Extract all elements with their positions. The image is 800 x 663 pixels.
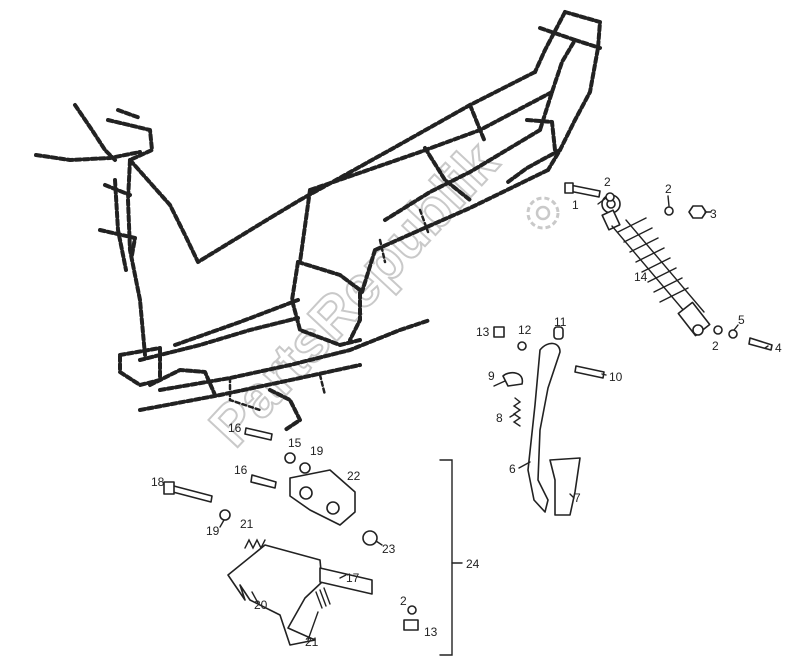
washer-5 <box>728 329 738 339</box>
callout-21: 21 <box>305 635 319 649</box>
callout-19: 19 <box>206 524 220 538</box>
callout-18: 18 <box>151 475 165 489</box>
callout-7: 7 <box>574 491 581 505</box>
washer-19a <box>299 462 311 474</box>
callout-24: 24 <box>466 557 480 571</box>
callout-20: 20 <box>254 598 268 612</box>
bracket-22 <box>289 469 356 526</box>
spring-21b <box>315 587 331 609</box>
callout-8: 8 <box>496 411 503 425</box>
washer-15 <box>284 452 296 464</box>
callout-11: 11 <box>554 315 567 329</box>
watermark-text: PartsRepublik <box>197 129 511 459</box>
callout-23: 23 <box>382 542 396 556</box>
gear-icon <box>526 196 560 230</box>
callout-6: 6 <box>509 462 516 476</box>
washer-2c <box>713 325 723 335</box>
nut-13a <box>493 326 505 338</box>
callout-2: 2 <box>604 175 611 189</box>
callout-4: 4 <box>775 341 782 355</box>
callout-3: 3 <box>710 207 717 221</box>
callout-numbers: 1 2 2 3 14 5 2 4 13 12 11 9 10 8 6 7 16 … <box>151 175 782 649</box>
callout-13: 13 <box>424 625 438 639</box>
rear-shock-absorber <box>601 194 711 337</box>
callout-5: 5 <box>738 313 745 327</box>
callout-2: 2 <box>400 594 407 608</box>
callout-17: 17 <box>346 571 360 585</box>
pin-11 <box>553 326 564 340</box>
bolt-16b <box>250 474 277 489</box>
bush-23 <box>362 530 378 546</box>
scooter-frame <box>34 10 602 432</box>
nut-13b <box>403 619 419 631</box>
bolt-4 <box>748 337 773 351</box>
shaft-17 <box>319 567 373 595</box>
callout-2: 2 <box>712 339 719 353</box>
callout-16: 16 <box>234 463 248 477</box>
callout-15: 15 <box>288 436 302 450</box>
spring-8 <box>512 397 522 427</box>
nut-3 <box>688 205 707 219</box>
bolt-18 <box>168 484 213 503</box>
plate-9 <box>502 371 524 387</box>
watermark: PartsRepublik <box>196 128 560 460</box>
bolt-16a <box>244 427 273 441</box>
callout-10: 10 <box>609 370 623 384</box>
callout-19: 19 <box>310 444 324 458</box>
callout-16: 16 <box>228 421 242 435</box>
callout-21: 21 <box>240 517 254 531</box>
spring-21a <box>244 538 266 550</box>
centre-stand-20 <box>227 544 323 646</box>
callout-9: 9 <box>488 369 495 383</box>
callout-12: 12 <box>518 323 532 337</box>
callout-22: 22 <box>347 469 361 483</box>
centre-stand-group <box>163 427 419 646</box>
side-stand-group <box>493 326 605 516</box>
washer-2b <box>664 206 674 216</box>
leader-lines <box>219 195 769 641</box>
washer-19b <box>219 509 231 521</box>
washer-2a <box>605 192 615 202</box>
callout-2: 2 <box>665 182 672 196</box>
callout-13: 13 <box>476 325 490 339</box>
callout-14: 14 <box>634 270 648 284</box>
rubber-pad-7 <box>549 457 581 516</box>
group-24-bracket <box>439 459 453 656</box>
washer-2d <box>407 605 417 615</box>
bolt-10 <box>574 365 605 379</box>
side-stand-6 <box>527 342 561 513</box>
callout-1: 1 <box>572 198 579 212</box>
washer-12 <box>517 341 527 351</box>
